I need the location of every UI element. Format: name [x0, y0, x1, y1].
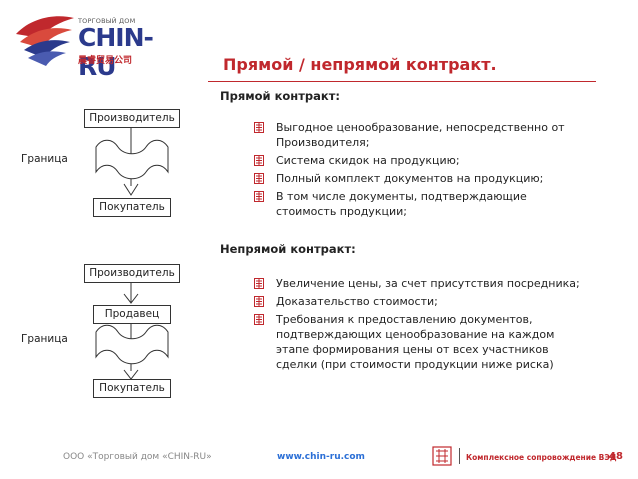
seller-box: Продавец	[93, 305, 171, 324]
list-item: Полный комплект документов на продукцию;	[244, 171, 584, 186]
bullet-text: Требования к предоставлению документов, …	[276, 313, 555, 371]
title-underline	[208, 81, 596, 82]
slide-title: Прямой / непрямой контракт.	[223, 55, 497, 74]
direct-contract-list: Выгодное ценообразование, непосредственн…	[244, 120, 584, 219]
arrow-down-icon	[123, 183, 139, 196]
producer-box-top: Производитель	[84, 109, 180, 128]
bullet-icon	[254, 314, 264, 325]
bullet-text: Система скидок на продукцию;	[276, 154, 460, 167]
producer-box-bottom: Производитель	[84, 264, 180, 283]
bullet-icon	[254, 173, 264, 184]
logo-wordmark: CHIN-RU	[78, 23, 154, 81]
bullet-text: Доказательство стоимости;	[276, 295, 438, 308]
list-item: Требования к предоставлению документов, …	[244, 312, 584, 372]
list-item: В том числе документы, подтверждающие ст…	[244, 189, 584, 219]
indirect-contract-heading: Непрямой контракт:	[220, 242, 356, 256]
buyer-box-top: Покупатель	[93, 198, 171, 217]
bullet-text: Выгодное ценообразование, непосредственн…	[276, 121, 565, 149]
footer-company: ООО «Торговый дом «CHIN-RU»	[63, 452, 212, 462]
footer-tagline: Комплексное сопровождение ВЭД	[466, 453, 617, 462]
bullet-text: В том числе документы, подтверждающие ст…	[276, 190, 527, 218]
arrow-down-icon	[123, 293, 139, 304]
logo-chinese-name: 晨睿贸易公司	[78, 56, 133, 66]
bullet-icon	[254, 155, 264, 166]
list-item: Выгодное ценообразование, непосредственн…	[244, 120, 584, 150]
indirect-contract-list: Увеличение цены, за счет присутствия пос…	[244, 276, 584, 372]
border-wave-top	[95, 139, 169, 180]
bullet-text: Полный комплект документов на продукцию;	[276, 172, 544, 185]
list-item: Доказательство стоимости;	[244, 294, 584, 309]
border-label-bottom: Граница	[21, 333, 68, 345]
wing-logo-icon	[16, 16, 74, 66]
border-wave-bottom	[95, 324, 169, 365]
border-label-top: Граница	[21, 153, 68, 165]
list-item: Система скидок на продукцию;	[244, 153, 584, 168]
bullet-icon	[254, 296, 264, 307]
bullet-icon	[254, 191, 264, 202]
buyer-box-bottom: Покупатель	[93, 379, 171, 398]
brand-seal-icon	[432, 446, 452, 466]
arrow-down-icon	[123, 369, 139, 380]
page-number: 48	[609, 451, 623, 462]
company-logo: ТОРГОВЫЙ ДОМ CHIN-RU 晨睿贸易公司	[8, 4, 168, 81]
logo-subtitle: ТОРГОВЫЙ ДОМ	[78, 17, 136, 25]
footer-website-link[interactable]: www.chin-ru.com	[277, 452, 365, 462]
list-item: Увеличение цены, за счет присутствия пос…	[244, 276, 584, 291]
footer-divider	[459, 448, 460, 464]
bullet-text: Увеличение цены, за счет присутствия пос…	[276, 277, 580, 290]
direct-contract-heading: Прямой контракт:	[220, 89, 340, 103]
bullet-icon	[254, 122, 264, 133]
bullet-icon	[254, 278, 264, 289]
